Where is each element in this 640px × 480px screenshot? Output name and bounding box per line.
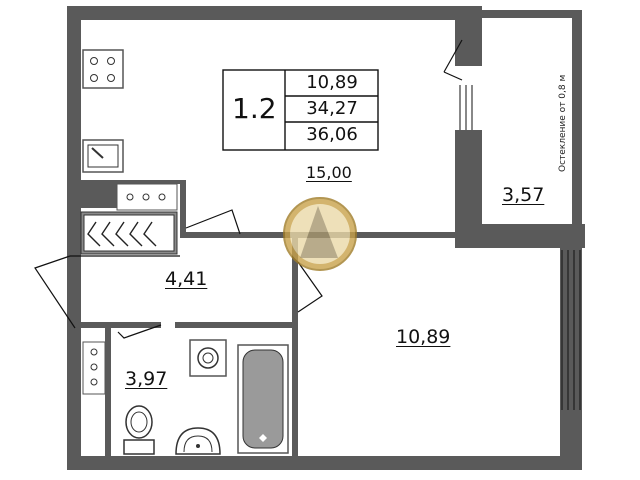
room-doors [117, 209, 323, 339]
watermark-emblem [283, 197, 357, 271]
entrance-door [34, 255, 180, 329]
washbasin [175, 427, 221, 455]
hall-area-label: 4,41 [165, 268, 208, 290]
balcony-area-label: 3,57 [502, 184, 545, 206]
total-area-value: 34,27 [306, 98, 358, 119]
balcony-door [443, 39, 463, 81]
area-box [222, 69, 379, 151]
total-with-balcony-value: 36,06 [306, 124, 358, 145]
kitchen-sink [82, 139, 124, 173]
unit-number: 1.2 [232, 92, 277, 125]
stove [82, 49, 124, 89]
glazing-note: Остекление от 0,8 м [558, 74, 568, 172]
wardrobe [80, 183, 178, 255]
glazing-lines [459, 85, 581, 410]
washing-machine [189, 339, 227, 377]
bedroom-area-label: 10,89 [396, 326, 451, 348]
bathroom-area-label: 3,97 [125, 368, 168, 390]
kitchen-area-label: 15,00 [306, 163, 352, 182]
bathroom-shelf [82, 341, 106, 395]
living-area-value: 10,89 [306, 72, 358, 93]
toilet [123, 405, 155, 455]
bathtub [237, 344, 289, 454]
